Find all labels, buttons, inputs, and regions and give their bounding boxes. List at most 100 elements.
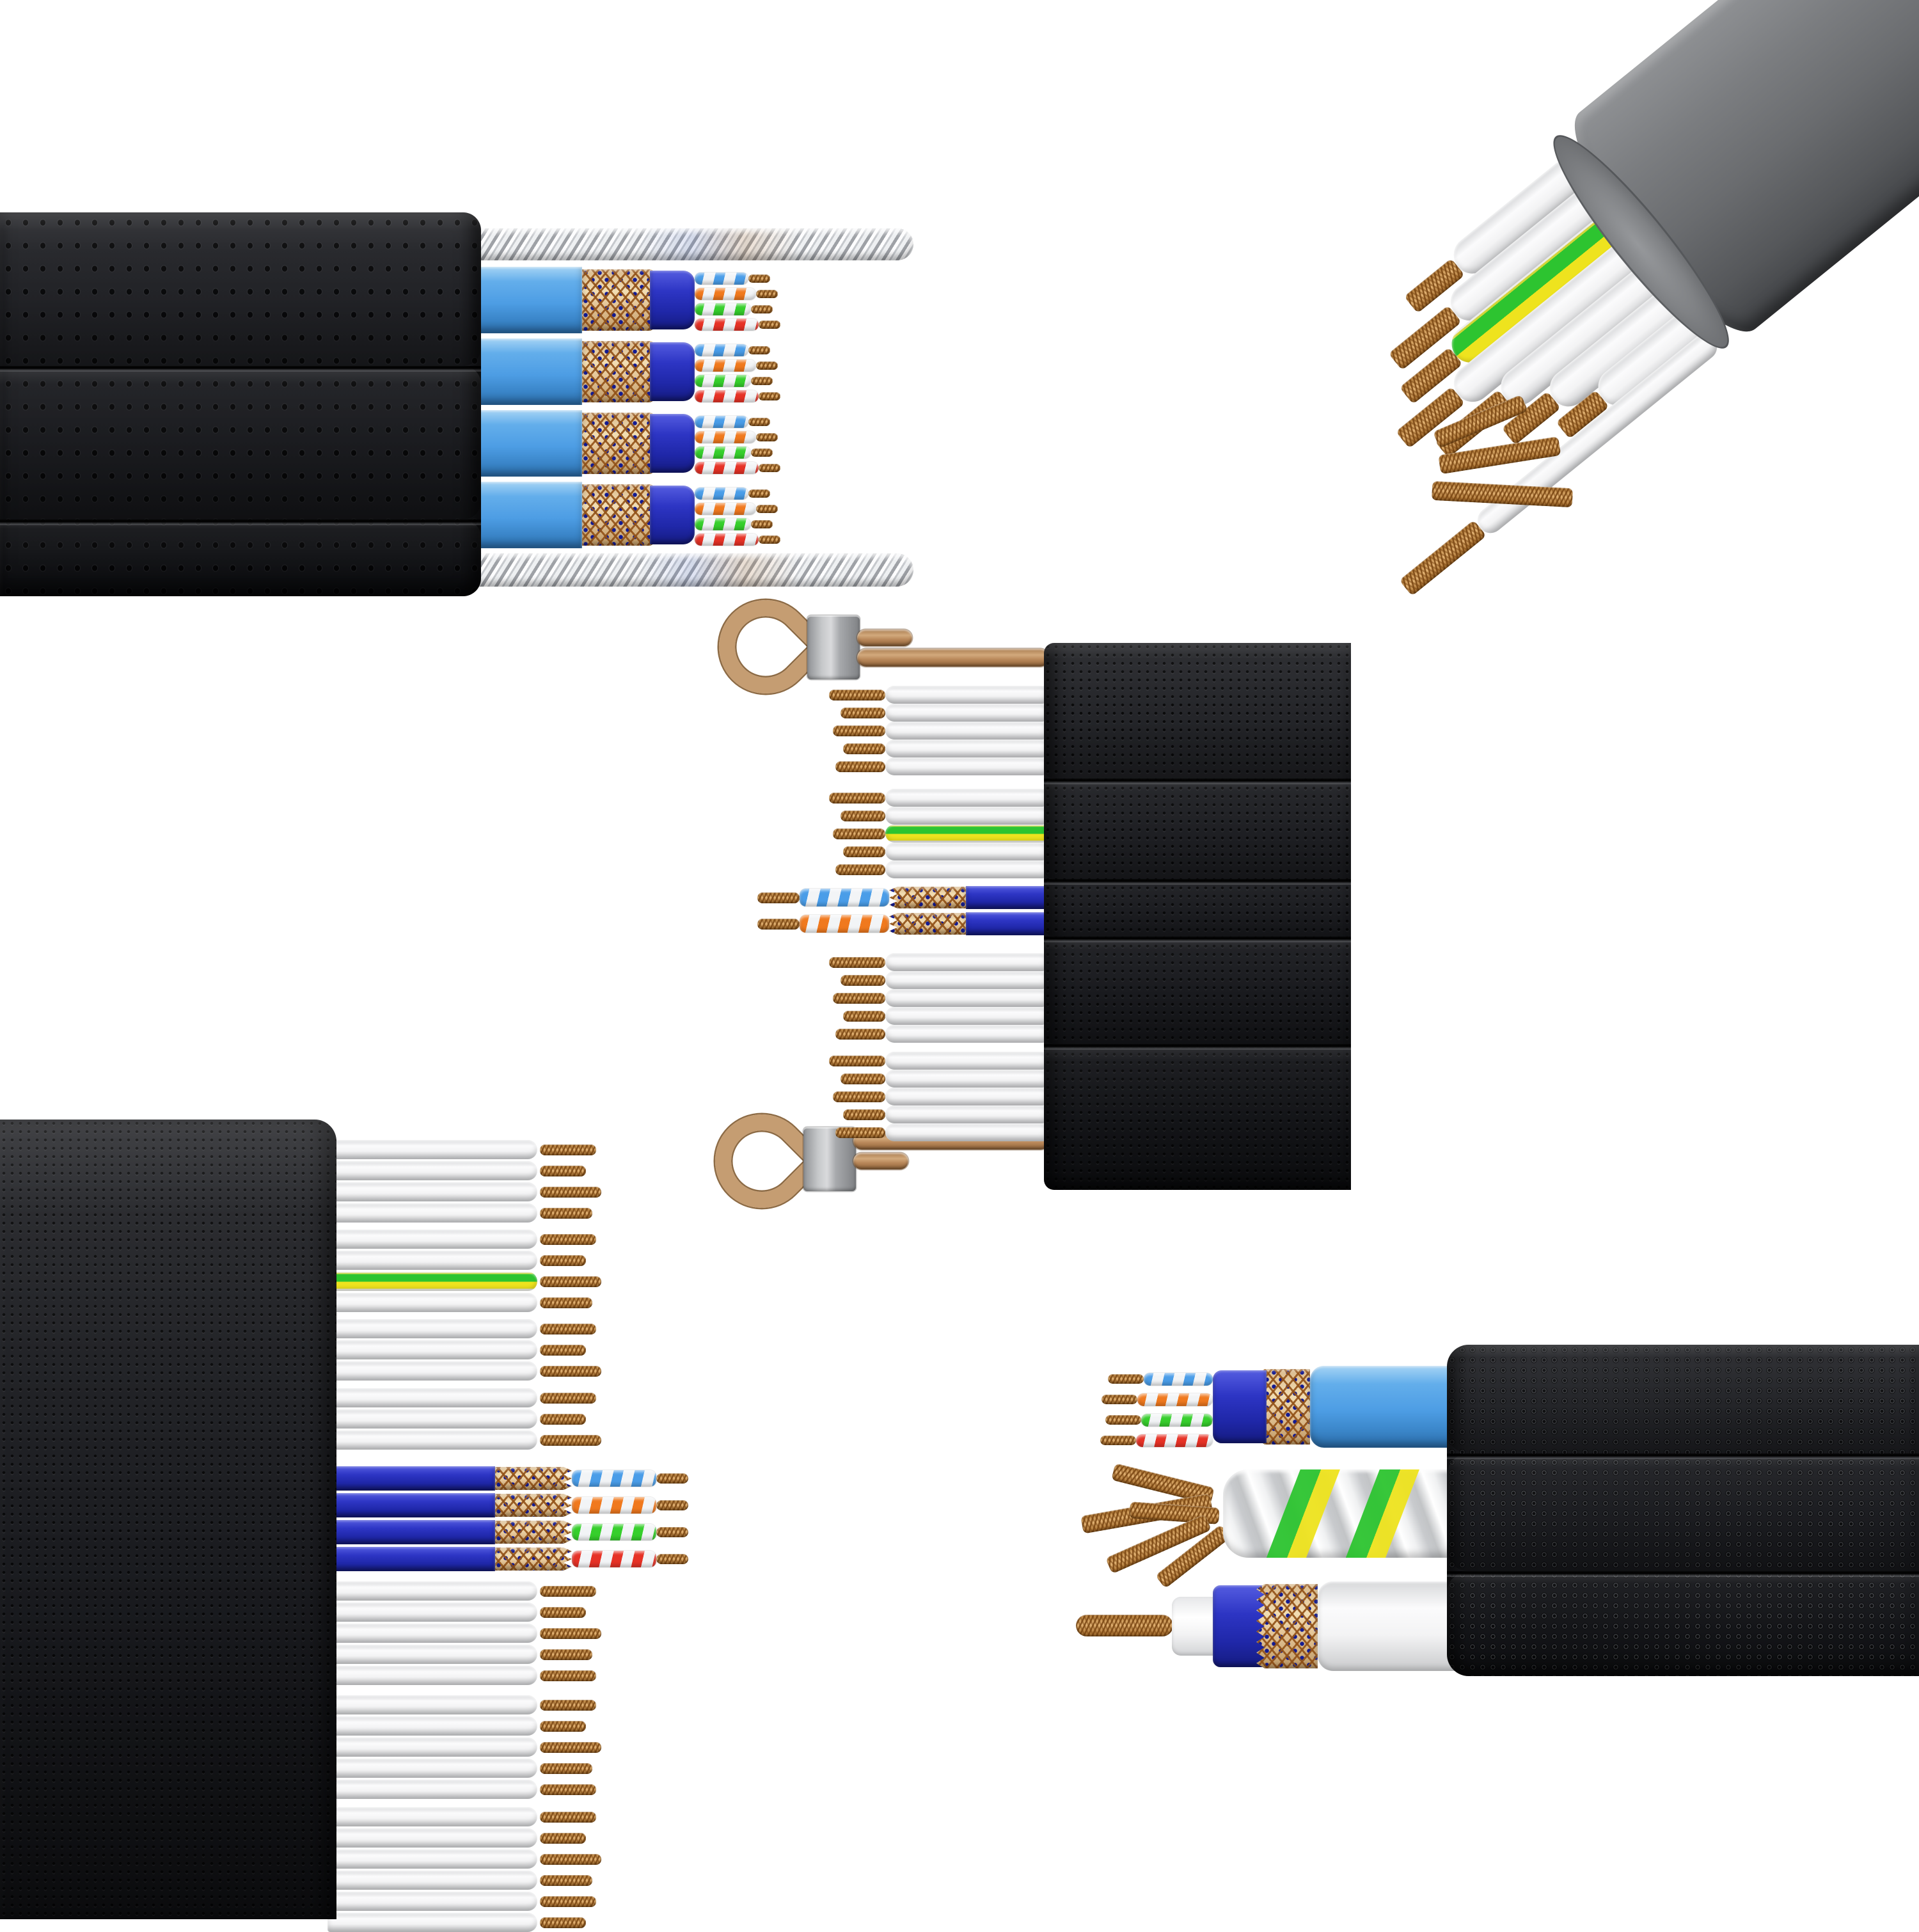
white-wire-copper-tip — [829, 956, 885, 968]
white-wire-copper-tip — [540, 1413, 586, 1425]
twisted-pair — [695, 487, 748, 500]
white-wire — [328, 1716, 537, 1736]
white-wire-copper-tip — [829, 689, 885, 701]
screened-core-braid — [495, 1521, 572, 1544]
shielded-core-outer-jacket — [471, 482, 582, 548]
white-wire-copper-tip — [540, 1649, 592, 1660]
white-wire-copper-tip — [843, 846, 885, 857]
flat-cable-jacket-bottom-right-groove — [1447, 1453, 1919, 1459]
coax-dielectric — [1172, 1597, 1214, 1656]
loop-ferrule — [803, 1127, 856, 1191]
white-wire — [328, 1409, 537, 1429]
flat-cable-jacket-middle-groove — [1044, 879, 1351, 885]
gray-cable-copper-tip — [1399, 519, 1487, 596]
twisted-pair — [695, 503, 756, 515]
shielded-core-inner-jacket — [650, 414, 695, 473]
flat-cable-jacket-bottom-right — [1447, 1345, 1919, 1676]
steel-messenger-wire — [471, 228, 913, 260]
white-wire — [885, 1105, 1045, 1123]
white-wire — [328, 1828, 537, 1848]
white-wire-copper-tip — [833, 828, 885, 839]
white-wire-copper-tip — [843, 743, 885, 754]
twisted-pair — [695, 375, 751, 387]
copper-tip — [1105, 1415, 1141, 1425]
white-wire — [885, 1088, 1045, 1105]
screened-core-braid — [495, 1494, 572, 1517]
screened-core-jacket — [328, 1493, 495, 1517]
white-wire — [328, 1871, 537, 1890]
screened-pair-jacket — [966, 912, 1050, 935]
white-wire-copper-tip — [540, 1392, 596, 1404]
white-wire-copper-tip — [540, 1255, 586, 1266]
screened-core-jacket — [328, 1520, 495, 1544]
copper-tip — [756, 505, 778, 513]
copper-tip — [759, 392, 780, 400]
white-wire — [328, 1340, 537, 1359]
data-core-inner-jacket — [1213, 1370, 1267, 1443]
white-wire — [328, 1293, 537, 1312]
screened-pair-copper-tip — [757, 919, 800, 930]
screened-pair-copper-tip — [656, 1527, 688, 1537]
twisted-pair — [695, 416, 748, 428]
coax-center-conductor — [1076, 1615, 1173, 1636]
flat-cable-jacket-middle-rib-highlight — [1044, 937, 1351, 1044]
screened-pair-braid — [889, 913, 966, 935]
white-wire-copper-tip — [540, 1585, 596, 1597]
white-wire — [885, 807, 1045, 825]
white-wire-copper-tip — [540, 1762, 592, 1774]
ground-wire — [885, 825, 1045, 843]
white-wire — [328, 1251, 537, 1270]
twisted-pair — [695, 344, 748, 356]
copper-stub — [853, 1153, 908, 1169]
screened-pair-copper-tip — [656, 1500, 688, 1510]
white-wire-copper-tip — [540, 1606, 586, 1618]
white-wire-copper-tip — [540, 1853, 601, 1865]
screened-pair-copper-tip — [757, 892, 800, 903]
white-wire-copper-tip — [540, 1276, 601, 1287]
coax-inner-band — [1213, 1585, 1265, 1667]
rope-ground-stripe — [1331, 1469, 1434, 1558]
white-wire-copper-tip — [540, 1741, 601, 1753]
white-wire — [328, 1645, 537, 1664]
flat-cable-jacket-bottom-right-rib-highlight — [1447, 1345, 1919, 1453]
white-wire-copper-tip — [835, 864, 885, 875]
white-wire-copper-tip — [540, 1144, 596, 1155]
white-wire — [328, 1203, 537, 1223]
white-wire-copper-tip — [540, 1186, 601, 1198]
copper-tip — [748, 274, 770, 283]
flat-cable-jacket-bottom-right-rib-highlight — [1447, 1571, 1919, 1676]
white-wire — [328, 1759, 537, 1778]
twisted-pair — [695, 303, 751, 315]
copper-tip — [748, 418, 770, 426]
white-wire-copper-tip — [540, 1207, 592, 1219]
white-wire — [885, 686, 1045, 704]
white-wire-copper-tip — [540, 1670, 596, 1681]
white-wire-copper-tip — [540, 1699, 596, 1711]
white-wire — [885, 722, 1045, 740]
twisted-pair — [695, 518, 751, 530]
white-wire — [885, 1025, 1045, 1043]
flat-cable-jacket-top-left-groove — [0, 519, 481, 525]
loop-ferrule — [807, 615, 860, 679]
white-wire — [328, 1140, 537, 1159]
flat-cable-jacket-middle-groove — [1044, 937, 1351, 942]
screened-twisted-pair — [572, 1497, 656, 1514]
twisted-pair — [695, 390, 759, 402]
white-wire — [328, 1581, 537, 1601]
ground-wire — [328, 1272, 537, 1291]
twisted-pair — [695, 431, 756, 443]
copper-tip — [748, 346, 770, 354]
white-wire — [885, 789, 1045, 807]
twisted-pair — [695, 288, 756, 300]
flat-cable-jacket-bottom-right-groove — [1447, 1571, 1919, 1577]
white-wire — [885, 860, 1045, 878]
white-wire — [328, 1892, 537, 1911]
white-wire-copper-tip — [540, 1323, 596, 1334]
white-wire — [885, 1052, 1045, 1070]
twisted-pair — [695, 360, 756, 372]
shielded-core-outer-jacket — [471, 267, 582, 333]
white-wire-copper-tip — [540, 1165, 586, 1176]
white-wire — [328, 1161, 537, 1180]
white-wire — [328, 1388, 537, 1407]
